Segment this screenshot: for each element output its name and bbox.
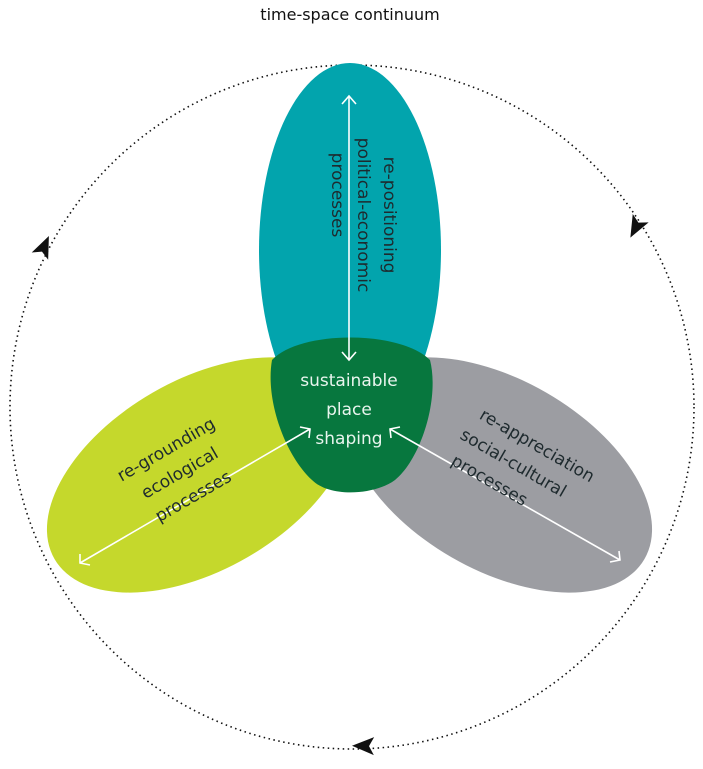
diagram-title: time-space continuum — [260, 5, 439, 24]
center-label-line-3: shaping — [315, 429, 382, 449]
cycle-arrowhead-bottom-icon — [352, 737, 375, 756]
political-label-line-2: political-economic — [353, 138, 373, 293]
ecological-double-arrow — [79, 426, 311, 566]
political-double-arrow — [341, 94, 357, 362]
center-intersection — [270, 337, 433, 493]
social-double-arrow — [389, 426, 621, 563]
center-label-line-2: place — [326, 400, 372, 420]
political-label-line-3: processes — [327, 153, 347, 238]
political-label-line-1: re-positioning — [379, 157, 399, 274]
center-label-line-1: sustainable — [300, 371, 397, 391]
cycle-arrowhead-top-right-icon — [630, 213, 649, 238]
cycle-arrowhead-left-icon — [31, 236, 49, 260]
